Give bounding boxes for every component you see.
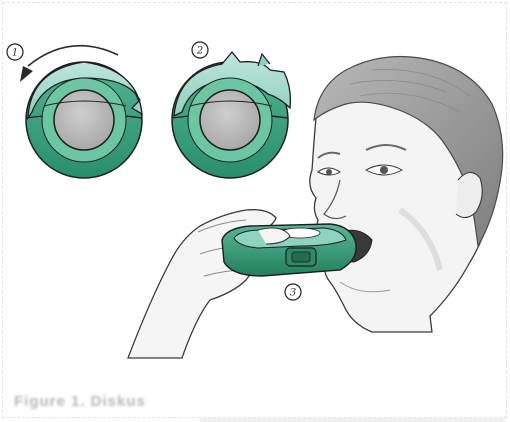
step-3-label: 3 xyxy=(290,288,296,299)
hand-with-inhaler: 3 xyxy=(128,210,356,358)
step-1-device: 1 xyxy=(7,44,142,178)
device-center-disc xyxy=(54,90,114,150)
step-1-label: 1 xyxy=(12,48,18,59)
device-center-disc xyxy=(200,90,260,150)
arrow-head-icon xyxy=(20,66,33,82)
figure-caption: Figure 1. Diskus xyxy=(14,393,214,411)
step-2-device: 2 xyxy=(172,42,290,178)
child-face xyxy=(310,57,503,333)
bottom-divider xyxy=(200,418,505,422)
step-2-label: 2 xyxy=(196,46,203,57)
